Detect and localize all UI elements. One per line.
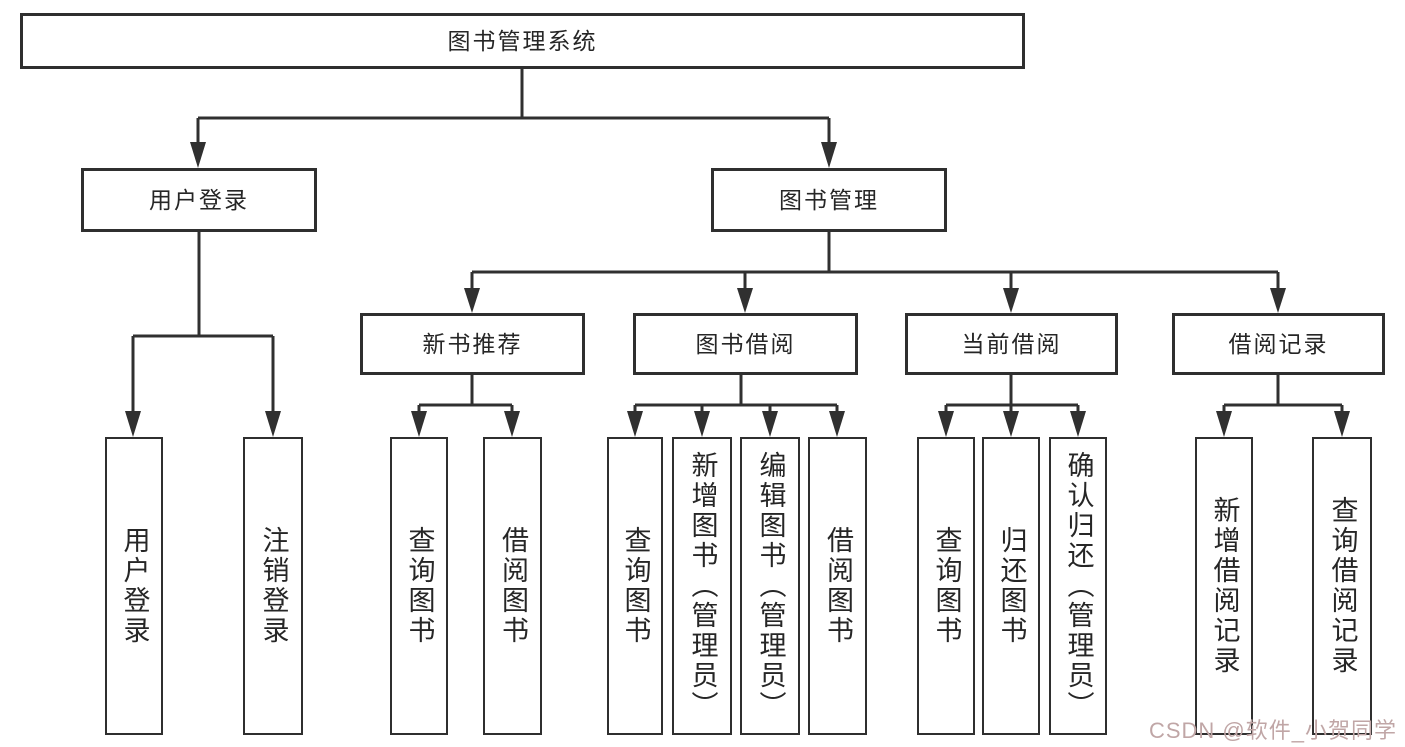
- connector-book-borrowing-children: [627, 375, 845, 437]
- leaf-query-books-recommend: 查询图书: [390, 437, 448, 735]
- connector-user-login-children: [125, 232, 281, 437]
- connector-borrowing-records-children: [1216, 375, 1350, 437]
- leaf-add-book-admin: 新增图书（管理员）: [672, 437, 732, 735]
- connector-root-to-level2: [190, 69, 837, 168]
- leaf-borrow-books-recommend: 借阅图书: [483, 437, 542, 735]
- node-book-borrowing: 图书借阅: [633, 313, 858, 375]
- node-new-book-recommend: 新书推荐: [360, 313, 585, 375]
- node-library-management-system: 图书管理系统: [20, 13, 1025, 69]
- leaf-query-books-current: 查询图书: [917, 437, 975, 735]
- leaf-return-books: 归还图书: [982, 437, 1040, 735]
- csdn-watermark: CSDN @软件_小贺同学: [1148, 718, 1397, 743]
- leaf-add-borrow-record: 新增借阅记录: [1195, 437, 1253, 735]
- node-borrowing-records: 借阅记录: [1172, 313, 1385, 375]
- leaf-borrow-books-borrowing: 借阅图书: [808, 437, 867, 735]
- leaf-user-login: 用户登录: [105, 437, 163, 735]
- leaf-confirm-return-admin: 确认归还（管理员）: [1049, 437, 1107, 735]
- leaf-edit-book-admin: 编辑图书（管理员）: [740, 437, 800, 735]
- node-user-login: 用户登录: [81, 168, 317, 232]
- node-current-borrowing: 当前借阅: [905, 313, 1118, 375]
- leaf-query-borrow-record: 查询借阅记录: [1312, 437, 1372, 735]
- leaf-query-books-borrowing: 查询图书: [607, 437, 663, 735]
- leaf-logout: 注销登录: [243, 437, 303, 735]
- connector-new-book-recommend-children: [411, 375, 520, 437]
- node-book-management: 图书管理: [711, 168, 947, 232]
- connector-current-borrowing-children: [938, 375, 1086, 437]
- connector-book-management-children: [464, 232, 1286, 313]
